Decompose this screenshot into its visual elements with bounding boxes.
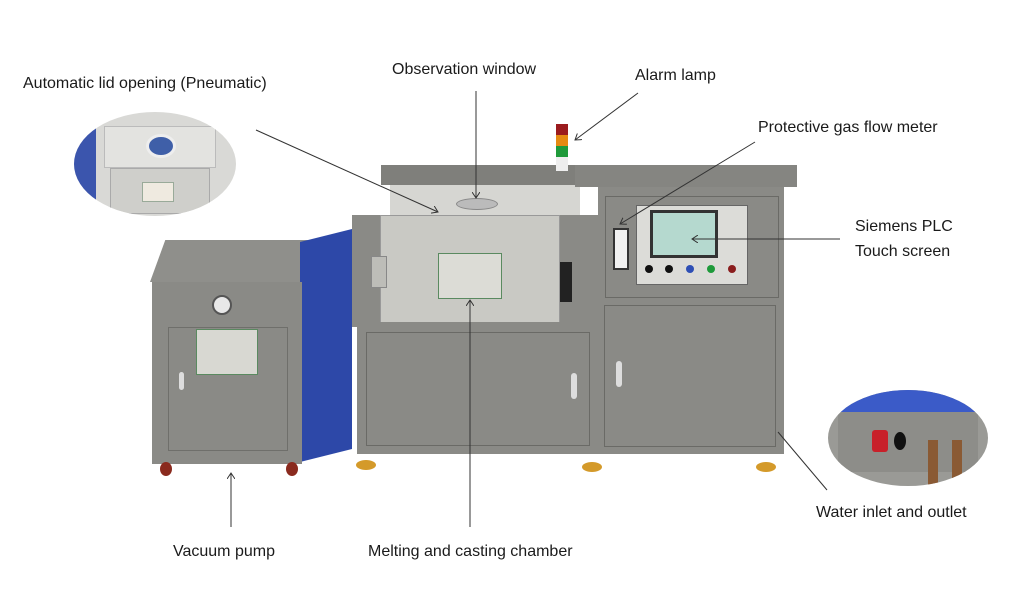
label-automatic-lid: Automatic lid opening (Pneumatic) xyxy=(23,75,267,92)
alarm-lamp xyxy=(556,124,568,171)
label-observation-window: Observation window xyxy=(392,61,537,78)
pressure-gauge-icon xyxy=(212,295,232,315)
plc-touch-screen[interactable] xyxy=(650,210,718,258)
warning-label-plate xyxy=(438,253,502,299)
inset-water-photo xyxy=(828,390,988,486)
label-water: Water inlet and outlet xyxy=(816,504,967,521)
inset-lid-photo xyxy=(74,112,236,216)
label-plc-line1: Siemens PLC xyxy=(855,218,953,235)
green-button[interactable] xyxy=(707,265,715,273)
label-vacuum-pump: Vacuum pump xyxy=(173,543,275,560)
label-gas-flow-meter: Protective gas flow meter xyxy=(758,119,938,136)
observation-window-icon xyxy=(456,198,498,210)
blue-button[interactable] xyxy=(686,265,694,273)
knob-2[interactable] xyxy=(665,265,673,273)
red-button[interactable] xyxy=(728,265,736,273)
label-chamber: Melting and casting chamber xyxy=(368,543,573,560)
knob-1[interactable] xyxy=(645,265,653,273)
label-alarm-lamp: Alarm lamp xyxy=(635,67,716,84)
gas-flow-meter xyxy=(613,228,629,270)
label-plc-line2: Touch screen xyxy=(855,243,951,260)
